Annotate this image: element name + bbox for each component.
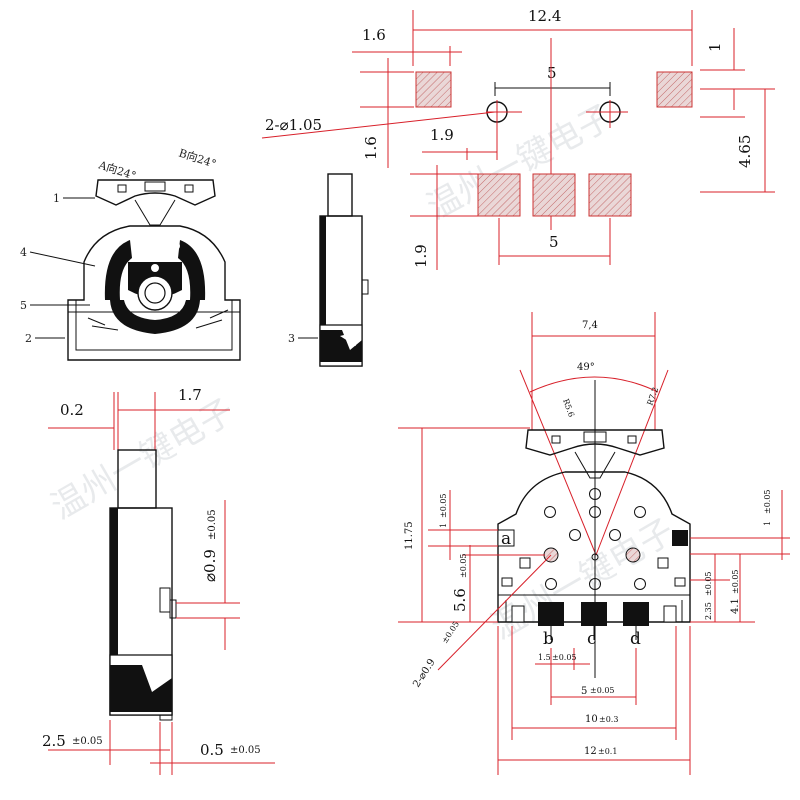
dim-top-width: 7,4 <box>582 320 598 331</box>
dim-pad-r-tol: ±0.05 <box>763 489 772 514</box>
direction-label-b: B向24° <box>177 146 218 171</box>
dim-pad-1-6: 1.6 <box>362 26 386 44</box>
dim-mid-l: 5.6 <box>451 588 469 612</box>
dim-pad-width: 12.4 <box>528 7 561 25</box>
dim-pad-height: 1.6 <box>362 136 380 160</box>
pad-c <box>581 602 607 626</box>
bottom-side-view: 0.2 1.7 ⌀0.9 ±0.05 2.5 ±0.05 0.5 ±0.05 <box>42 386 275 775</box>
dim-holes-tol: ±0.05 <box>440 620 461 645</box>
dim-pad-r: 1 <box>763 521 772 526</box>
callout-2: 2 <box>25 332 32 345</box>
callout-5: 5 <box>20 299 27 312</box>
dim-pitch: 5 <box>581 686 587 697</box>
pin-label-c: c <box>587 629 597 649</box>
dim-r1: 2.35 <box>704 602 713 620</box>
pin-box-a <box>497 529 515 547</box>
direction-label-a: A向24° <box>96 157 138 183</box>
dim-total-tol: ±0.1 <box>598 747 617 756</box>
dim-hole-dia: 2-⌀1.05 <box>265 116 322 134</box>
dim-total: 12 <box>584 746 597 757</box>
pad-top-left <box>415 71 452 108</box>
dim-mid-l-tol: ±0.05 <box>459 553 468 578</box>
pad-top-right <box>656 71 693 108</box>
dim-pitch-tol: ±0.05 <box>590 686 615 695</box>
dim-height: 11.75 <box>404 521 415 550</box>
callout-3: 3 <box>288 332 295 345</box>
dim-holes: 2-⌀0.9 <box>411 657 437 690</box>
dim-hole-pitch: 5 <box>547 64 557 82</box>
pin-label-a: a <box>501 529 511 549</box>
pad-bottom-1 <box>477 173 521 217</box>
dim-pitch-small-tol: ±0.05 <box>552 653 577 662</box>
callout-4: 4 <box>20 246 27 259</box>
bottom-front-view: 7,4 49° R5.6 R7.2 <box>398 312 790 775</box>
dim-lead-tol: ±0.05 <box>230 745 261 756</box>
dim-bottom-pad: 1.9 <box>412 244 430 268</box>
callout-1: 1 <box>53 192 60 205</box>
pad-b <box>538 602 564 626</box>
dim-pitch-small: 1.5 <box>538 653 551 662</box>
dim-side-left: 0.2 <box>60 401 84 419</box>
dim-r1-tol: ±0.05 <box>704 571 713 596</box>
dim-r-left: R5.6 <box>561 398 576 419</box>
dim-pad-l: 1 <box>439 523 448 528</box>
dim-lead: 0.5 <box>200 741 224 759</box>
dim-r2-tol: ±0.05 <box>731 569 740 594</box>
pad-d <box>623 602 649 626</box>
pin-label-b: b <box>543 629 554 649</box>
pad-bottom-3 <box>588 173 632 217</box>
dim-depth: 2.5 <box>42 732 66 750</box>
pin-label-d: d <box>630 629 641 649</box>
pad-layout: 12.4 1.6 1 4.65 5 2-⌀1.05 <box>261 7 775 270</box>
dim-pad-pitch: 5 <box>549 233 559 251</box>
dim-span-tol: ±0.3 <box>599 715 618 724</box>
dim-depth-tol: ±0.05 <box>72 736 103 747</box>
dim-pad-l-tol: ±0.05 <box>439 493 448 518</box>
top-side-view: 3 <box>288 173 369 367</box>
dim-height-4-65: 4.65 <box>736 135 754 168</box>
dim-hole-offset: 1.9 <box>430 126 454 144</box>
top-left-front-view: 1 4 5 2 A向24° B向24° <box>20 146 241 361</box>
dim-top-1: 1 <box>706 42 724 52</box>
dim-span: 10 <box>585 714 598 725</box>
dim-shaft: ⌀0.9 <box>201 549 219 582</box>
dim-r2: 4.1 <box>730 598 741 614</box>
pad-bottom-2 <box>532 173 576 217</box>
dim-side-right: 1.7 <box>178 386 202 404</box>
dim-angle: 49° <box>577 362 595 373</box>
pin-box-right <box>672 530 688 546</box>
dim-shaft-tol: ±0.05 <box>207 509 218 540</box>
